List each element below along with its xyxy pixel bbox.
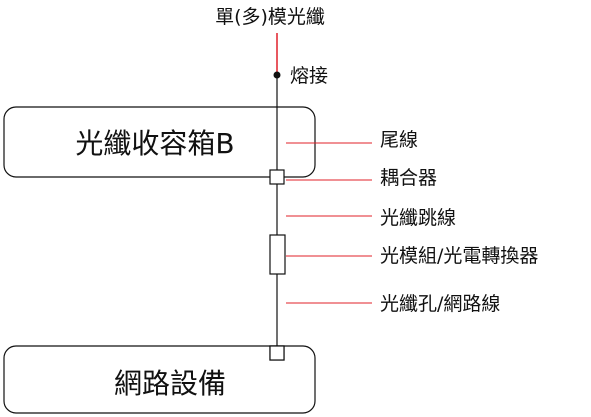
network-device-box bbox=[3, 345, 316, 414]
coupler-square bbox=[269, 169, 285, 185]
port-cable-label: 光纖孔/網路線 bbox=[380, 293, 500, 315]
fusion-splice-dot bbox=[273, 71, 281, 79]
coupler-label: 耦合器 bbox=[380, 167, 437, 189]
fusion-label: 熔接 bbox=[290, 65, 328, 87]
device-port-square-front bbox=[269, 345, 285, 361]
fiber-enclosure-label: 光纖收容箱B bbox=[75, 127, 234, 160]
converter-module bbox=[269, 234, 286, 275]
top-fiber-label: 單(多)模光纖 bbox=[215, 6, 325, 28]
converter-label: 光模組/光電轉換器 bbox=[380, 245, 538, 267]
fiber-enclosure-box bbox=[3, 106, 316, 178]
pigtail-label: 尾線 bbox=[380, 129, 418, 151]
network-device-label: 網路設備 bbox=[114, 367, 226, 400]
patch-cord-label: 光纖跳線 bbox=[380, 207, 456, 229]
